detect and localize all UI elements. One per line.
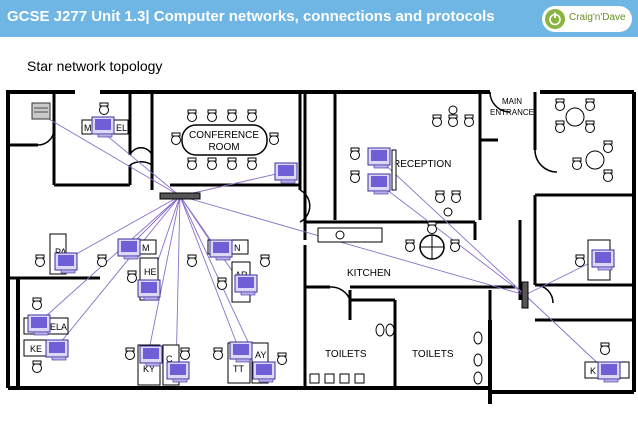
- nameplate-pa: PA: [55, 247, 66, 257]
- nameplate-he: HE: [144, 267, 157, 277]
- nameplate-ke: KE: [30, 344, 42, 354]
- nameplate-el: EL: [116, 123, 127, 133]
- nameplate-k: K: [590, 366, 596, 376]
- toilets-right-label: TOILETS: [412, 349, 454, 360]
- toilets-left-label: TOILETS: [325, 349, 367, 360]
- nameplate-m: M: [142, 243, 150, 253]
- nameplate-mi: MI: [84, 123, 94, 133]
- reception-switch: [521, 281, 529, 309]
- kitchen-label: KITCHEN: [347, 268, 391, 279]
- walls: [6, 90, 636, 404]
- brand-name: Craig'n'Dave: [569, 12, 626, 23]
- nameplate-ay: AY: [255, 350, 266, 360]
- conference-room: CONFERENCE ROOM: [171, 109, 279, 170]
- computers: [27, 116, 621, 383]
- main-entrance-label-2: ENTRANCE: [490, 108, 534, 117]
- nameplate-c: C: [166, 354, 173, 364]
- slide-title: GCSE J277 Unit 1.3| Computer networks, c…: [7, 8, 495, 25]
- slide-subtitle: Star network topology: [27, 58, 163, 74]
- reception-label: RECEPTION: [393, 159, 451, 170]
- server-icon: [31, 102, 51, 120]
- slide-header: GCSE J277 Unit 1.3| Computer networks, c…: [0, 0, 638, 37]
- main-entrance-label-1: MAIN: [502, 97, 522, 106]
- nameplate-ela: ELA: [50, 322, 67, 332]
- nameplate-n: N: [234, 243, 241, 253]
- nameplate-ky: KY: [143, 364, 155, 374]
- conference-room-label-1: CONFERENCE: [189, 130, 259, 141]
- power-leaf-icon: [545, 9, 565, 29]
- conference-room-label-2: ROOM: [208, 142, 239, 153]
- brand-logo: Craig'n'Dave: [542, 6, 632, 32]
- central-switch: [159, 192, 201, 200]
- nameplate-tt: TT: [233, 364, 244, 374]
